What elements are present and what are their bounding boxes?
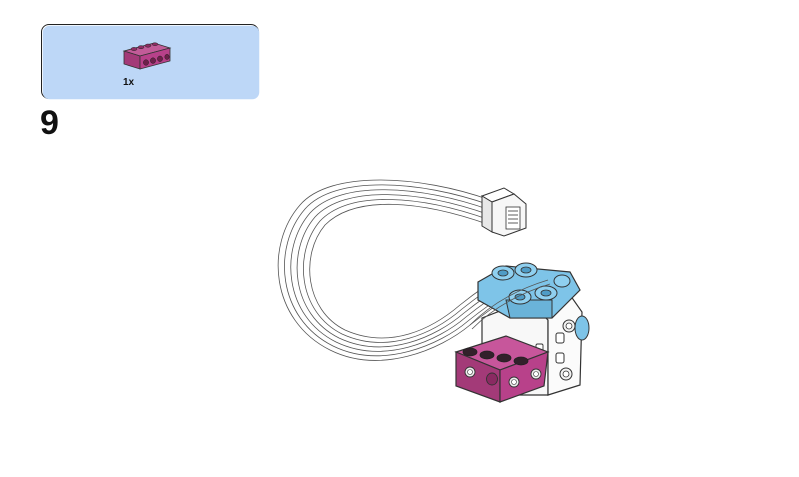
beam-brick-1x4 [454,335,550,403]
part-quantity: 1x [123,77,135,88]
step-number: 9 [40,104,59,142]
parts-callout-bg [42,25,260,100]
parts-callout: 1x [41,24,260,100]
beam-brick-1x4-icon [122,42,172,70]
cable-connector [480,187,527,237]
